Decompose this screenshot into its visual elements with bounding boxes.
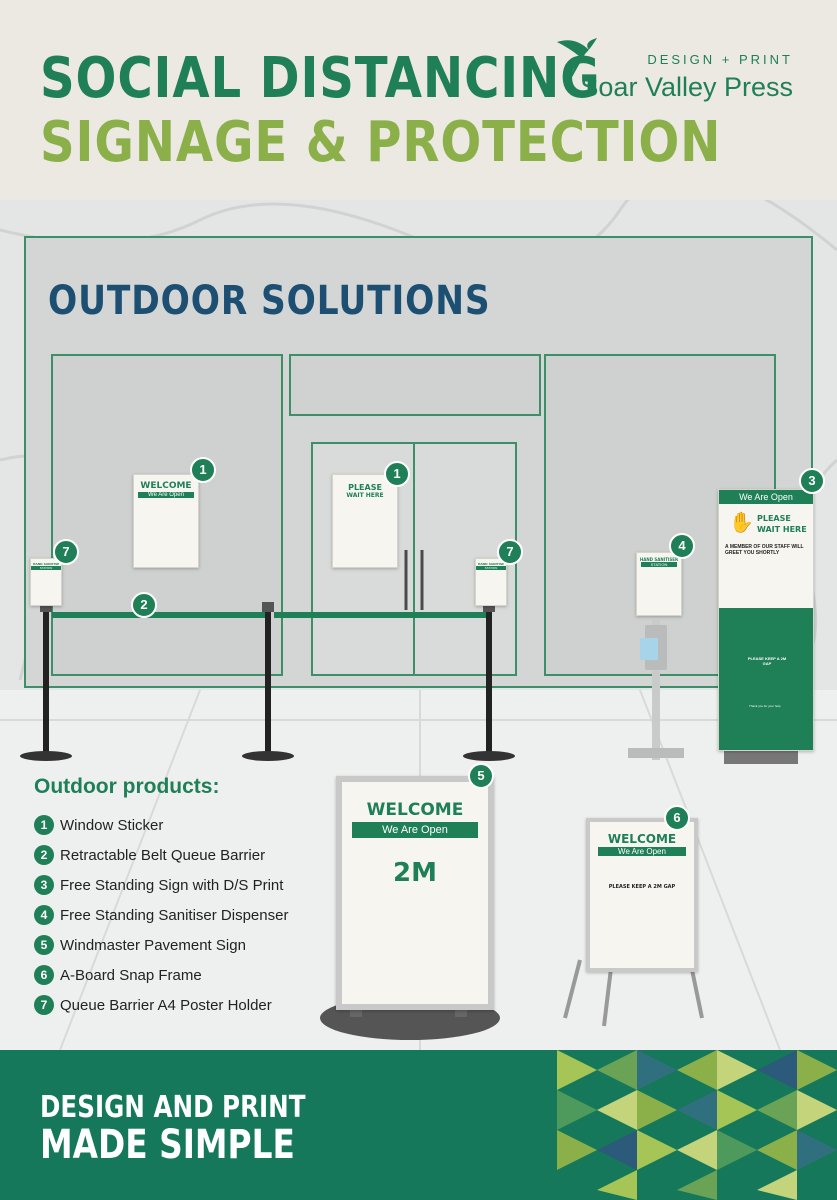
- a-board-sign: WELCOME We Are Open PLEASE KEEP A 2M GAP: [586, 818, 698, 972]
- main-title-line1: SOCIAL DISTANCING: [40, 46, 601, 111]
- sanitiser-sign-title: HAND SANITISER: [639, 557, 679, 562]
- item-label: Retractable Belt Queue Barrier: [60, 846, 266, 864]
- item-number: 1: [34, 815, 54, 835]
- standing-sign-gap-text: PLEASE KEEP A 2M GAP: [747, 656, 787, 666]
- aboard-sign-bar: We Are Open: [598, 847, 686, 856]
- pavement-sign-title: WELCOME: [366, 800, 464, 820]
- item-label: Window Sticker: [60, 816, 164, 834]
- queue-sign-title-left: HAND SANITISE: [32, 562, 60, 566]
- queue-poster-holder-right: HAND SANITISE STATION: [475, 558, 507, 606]
- standing-sign-bar: We Are Open: [719, 490, 813, 504]
- badge-standing-sign: 3: [799, 468, 825, 494]
- badge-belt-barrier: 2: [131, 592, 157, 618]
- header: SOCIAL DISTANCING SIGNAGE & PROTECTION D…: [0, 0, 837, 200]
- logo-name: Soar Valley Press: [580, 72, 793, 102]
- standing-sign-title: PLEASE: [757, 514, 791, 523]
- door-sticker: PLEASE WAIT HERE: [332, 474, 398, 568]
- queue-sign-bar-left: STATION: [31, 566, 61, 570]
- item-number: 4: [34, 905, 54, 925]
- hand-icon: ✋: [729, 512, 754, 534]
- section-title: OUTDOOR SOLUTIONS: [48, 278, 491, 324]
- badge-poster-holder-left: 7: [53, 539, 79, 565]
- footer: DESIGN AND PRINT MADE SIMPLE: [0, 1050, 837, 1200]
- queue-sign-bar-right: STATION: [476, 566, 506, 570]
- item-number: 5: [34, 935, 54, 955]
- list-item: 1 Window Sticker: [34, 810, 288, 840]
- item-label: A-Board Snap Frame: [60, 966, 202, 984]
- list-item: 7 Queue Barrier A4 Poster Holder: [34, 990, 288, 1020]
- logo-tagline: DESIGN + PRINT: [647, 52, 793, 67]
- item-label: Windmaster Pavement Sign: [60, 936, 246, 954]
- window-sign-title: WELCOME: [140, 481, 192, 491]
- item-number: 3: [34, 875, 54, 895]
- aboard-sign-gap-text: PLEASE KEEP A 2M GAP: [608, 884, 676, 890]
- item-number: 2: [34, 845, 54, 865]
- badge-poster-holder-right: 7: [497, 539, 523, 565]
- pavement-sign-distance: 2M: [393, 858, 437, 888]
- sanitiser-sign-bar: STATION: [641, 562, 677, 567]
- standing-sign-thanks: Thank you for your help: [749, 704, 781, 708]
- free-standing-sign: We Are Open ✋ PLEASE WAIT HERE A MEMBER …: [718, 489, 814, 751]
- aboard-sign-title: WELCOME: [607, 832, 677, 846]
- footer-line1: DESIGN AND PRINT: [40, 1090, 306, 1125]
- sanitiser-sign: HAND SANITISER STATION: [636, 552, 682, 616]
- standing-sign-subtitle: WAIT HERE: [757, 525, 807, 534]
- sanitiser-stand: [628, 620, 684, 760]
- window-sticker: WELCOME We Are Open: [133, 474, 199, 568]
- products-list: 1 Window Sticker 2 Retractable Belt Queue …: [34, 810, 288, 1020]
- standing-sign-message: A MEMBER OF OUR STAFF WILL GREET YOU SHO…: [725, 544, 804, 556]
- pavement-sign: WELCOME We Are Open 2M: [336, 776, 494, 1010]
- main-title-line2: SIGNAGE & PROTECTION: [40, 110, 722, 175]
- item-label: Free Standing Sanitiser Dispenser: [60, 906, 289, 924]
- list-item: 4 Free Standing Sanitiser Dispenser: [34, 900, 288, 930]
- list-item: 5 Windmaster Pavement Sign: [34, 930, 288, 960]
- door-sign-subtitle: WAIT HERE: [346, 492, 384, 499]
- list-item: 3 Free Standing Sign with D/S Print: [34, 870, 288, 900]
- standing-sign-lower-panel: PLEASE KEEP A 2M GAP Thank you for your …: [719, 608, 813, 750]
- item-number: 7: [34, 995, 54, 1015]
- item-label: Free Standing Sign with D/S Print: [60, 876, 284, 894]
- storefront-scene: OUTDOOR SOLUTIONS WELCOME We Are Open PL…: [0, 200, 837, 1050]
- badge-window-sticker: 1: [190, 457, 216, 483]
- queue-barrier: [20, 602, 515, 761]
- products-title: Outdoor products:: [34, 775, 220, 798]
- queue-poster-holder-left: HAND SANITISE STATION: [30, 558, 62, 606]
- badge-sanitiser: 4: [669, 533, 695, 559]
- item-label: Queue Barrier A4 Poster Holder: [60, 996, 272, 1014]
- list-item: 6 A-Board Snap Frame: [34, 960, 288, 990]
- badge-door-sticker: 1: [384, 461, 410, 487]
- triangle-pattern-icon: [557, 1050, 837, 1200]
- queue-sign-title-right: HAND SANITISE: [477, 562, 505, 566]
- badge-pavement-sign: 5: [468, 763, 494, 789]
- pavement-sign-bar: We Are Open: [352, 822, 478, 838]
- door-sign-title: PLEASE: [348, 483, 382, 492]
- badge-a-board: 6: [664, 805, 690, 831]
- item-number: 6: [34, 965, 54, 985]
- footer-line2: MADE SIMPLE: [40, 1122, 295, 1168]
- bird-logo-icon: [557, 38, 597, 90]
- list-item: 2 Retractable Belt Queue Barrier: [34, 840, 288, 870]
- window-sign-bar: We Are Open: [138, 492, 194, 498]
